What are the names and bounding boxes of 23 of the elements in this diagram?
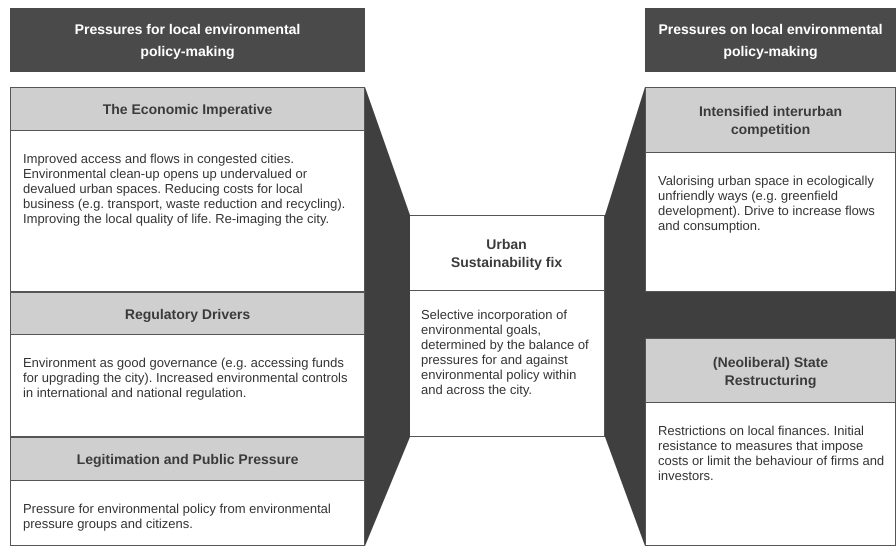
section-text: Environment as good governance (e.g. accessing funds for upgrading the city). Increased environmental controls in international and national regulation.: [23, 355, 348, 400]
section-panel: [645, 338, 896, 546]
funnel-shape: [365, 87, 410, 546]
column-heading: Pressures on local environmental policy-making: [645, 8, 896, 72]
section-panel: [10, 292, 365, 437]
section-heading: (Neoliberal) State Restructuring: [712, 352, 830, 388]
section-panel: [645, 87, 896, 292]
funnel-shape: [605, 87, 645, 546]
section-text: Selective incorporation of environmental goals, determined by the balance of pressures for and against environmental policy within and across the city.: [421, 307, 590, 397]
section-heading: Intensified interurban competition: [698, 102, 844, 138]
section-heading: Regulatory Drivers: [124, 304, 250, 322]
divider-band: [645, 292, 896, 338]
section-heading: Legitimation and Public Pressure: [76, 450, 298, 468]
section-panel: [408, 215, 605, 437]
column-heading: Pressures for local environmental policy-making: [10, 8, 365, 72]
section-text: Restrictions on local finances. Initial resistance to measures that impose costs or limit the behaviour of firms and investors.: [658, 423, 886, 483]
section-heading: Urban Sustainability fix: [450, 235, 564, 271]
section-panel: [10, 437, 365, 546]
section-text: Pressure for environmental policy from environmental pressure groups and citizens.: [23, 501, 332, 531]
section-panel: [10, 87, 365, 292]
section-text: Valorising urban space in ecologically unfriendly ways (e.g. greenfield development). Drive to increase flows and consumption.: [658, 173, 876, 233]
section-heading: The Economic Imperative: [102, 100, 272, 118]
section-text: Improved access and flows in congested cities. Environmental clean-up opens up undervalued or devalued urban spaces. Reducing costs for local business (e.g. transport, waste reduction and recycling). Improving the local quality of life. Re-imaging the city.: [23, 151, 346, 226]
